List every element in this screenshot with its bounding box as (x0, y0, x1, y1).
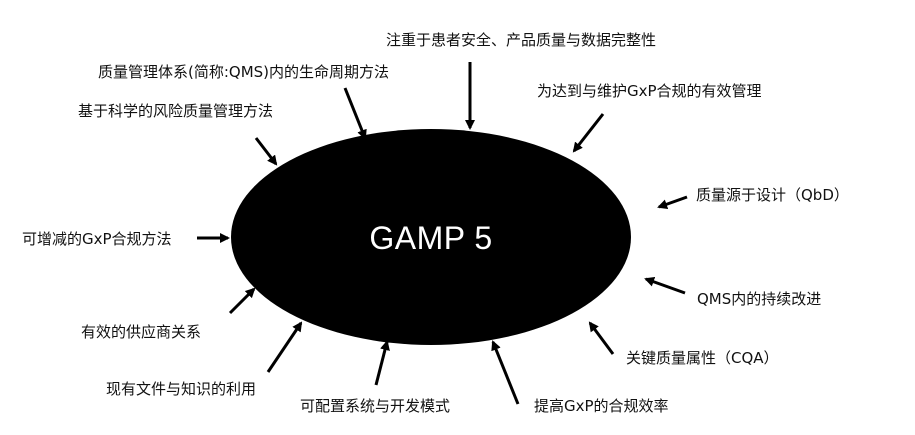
label-left-middle: 可增减的GxP合规方法 (22, 230, 172, 248)
label-right-middle: QMS内的持续改进 (697, 290, 822, 308)
arrow-top-right (572, 113, 605, 153)
label-upper-left: 基于科学的风险质量管理方法 (78, 102, 274, 120)
arrow-bottom-center-right (491, 340, 520, 405)
arrow-bottom-left (266, 321, 303, 373)
label-right-lower: 关键质量属性（CQA） (626, 349, 779, 367)
label-bottom-center-right: 提高GxP的合规效率 (534, 397, 669, 415)
arrow-right-upper (657, 195, 688, 210)
label-top-left: 质量管理体系(简称:QMS)内的生命周期方法 (98, 63, 390, 81)
arrow-upper-left (254, 137, 278, 166)
label-bottom-left: 现有文件与知识的利用 (106, 380, 257, 398)
label-top-right: 为达到与维护GxP合规的有效管理 (537, 82, 762, 100)
label-top-center: 注重于患者安全、产品质量与数据完整性 (386, 31, 657, 49)
arrow-right-middle (644, 276, 686, 295)
label-bottom-center-left: 可配置系统与开发模式 (300, 397, 451, 415)
label-right-upper: 质量源于设计（QbD） (696, 186, 849, 204)
center-ellipse (231, 129, 631, 345)
arrow-right-lower (588, 321, 615, 355)
arrow-top-left (343, 87, 367, 140)
arrow-bottom-center-left (374, 340, 390, 386)
arrow-left-lower (228, 287, 256, 315)
label-left-lower: 有效的供应商关系 (81, 323, 202, 341)
center-title: GAMP 5 (369, 220, 493, 256)
